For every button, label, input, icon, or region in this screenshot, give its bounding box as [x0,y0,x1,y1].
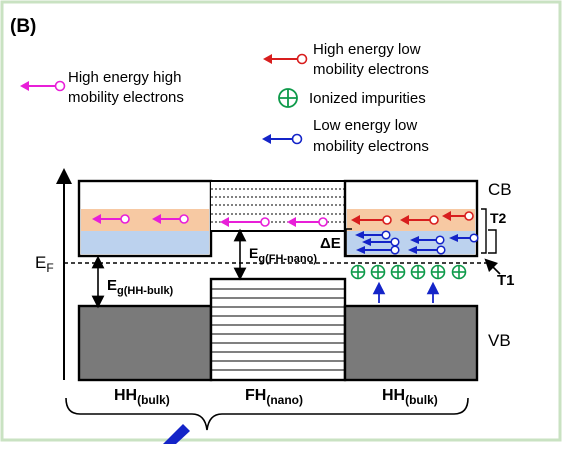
legend-text: High energy low [313,41,421,58]
right-red-electrons [351,211,474,225]
legend-high-energy-low-mobility: High energy low mobility electrons [263,41,429,78]
electron-icon [54,80,66,92]
eg-fh-nano-label: Eg(FH-nano) [249,245,317,265]
vb-label: VB [488,331,511,350]
arrow-left-icon [20,81,29,91]
legend-text: High energy high [68,69,181,86]
arrow-left-icon [263,54,272,64]
electron-magenta [287,217,328,227]
legend-high-energy-high-mobility: High energy high mobility electrons [20,69,184,106]
nano-electrons [220,217,328,227]
arrow-left-icon [262,134,271,144]
electron-blue [355,230,391,240]
electron-blue [449,233,479,243]
t2-bracket-inner [488,229,497,254]
ionized-impurity-icon [390,264,406,280]
legend-text: Low energy low [313,117,417,134]
cb-label: CB [488,180,512,199]
ionized-impurity-icon [350,264,366,280]
region-label-hh-left: HH(bulk) [114,387,170,407]
t1-label: T1 [497,272,515,289]
electron-blue [408,245,446,255]
left-electrons [92,214,189,224]
legend-ionized-impurities: Ionized impurities [278,88,426,108]
bottom-brace [65,397,469,431]
electron-red [442,211,474,221]
electron-red [351,215,392,225]
left-valence-band [77,304,213,382]
fermi-level-label: EF [35,253,54,275]
nano-valence-band [209,277,347,382]
ionized-impurities-row [350,264,467,280]
region-label-fh-nano: FH(nano) [245,387,303,407]
outer-border [0,0,562,442]
right-valence-band [343,304,479,382]
electron-magenta [152,214,189,224]
legend-low-energy-low-mobility: Low energy low mobility electrons [262,117,429,155]
ionized-impurity-icon [370,264,386,280]
electron-red [400,215,439,225]
ionized-impurity-icon [451,264,467,280]
legend-text: mobility electrons [313,61,429,78]
electron-blue [362,237,400,247]
right-conduction-band [343,179,479,258]
right-blue-electrons [355,230,479,255]
electron-blue [356,245,400,255]
t2-bracket [481,208,487,254]
legend-text: mobility electrons [68,89,184,106]
electron-blue [410,235,445,245]
delta-e-label: ΔE [320,235,341,252]
legend-text: Ionized impurities [309,90,426,107]
electron-magenta [220,217,270,227]
ionized-impurity-icon [430,264,446,280]
t1-arrow [484,258,501,275]
electron-icon [296,53,308,65]
legend-text: mobility electrons [313,138,429,155]
region-label-hh-right: HH(bulk) [382,387,438,407]
t2-label: T2 [490,210,507,226]
pointer-arrow-icon [163,424,190,444]
electron-magenta [92,214,130,224]
panel-label: (B) [10,16,36,37]
electron-icon [291,133,303,145]
ionized-impurity-icon [410,264,426,280]
delta-e-bracket [345,228,352,257]
eg-hh-bulk-label: Eg(HH-bulk) [107,277,174,297]
